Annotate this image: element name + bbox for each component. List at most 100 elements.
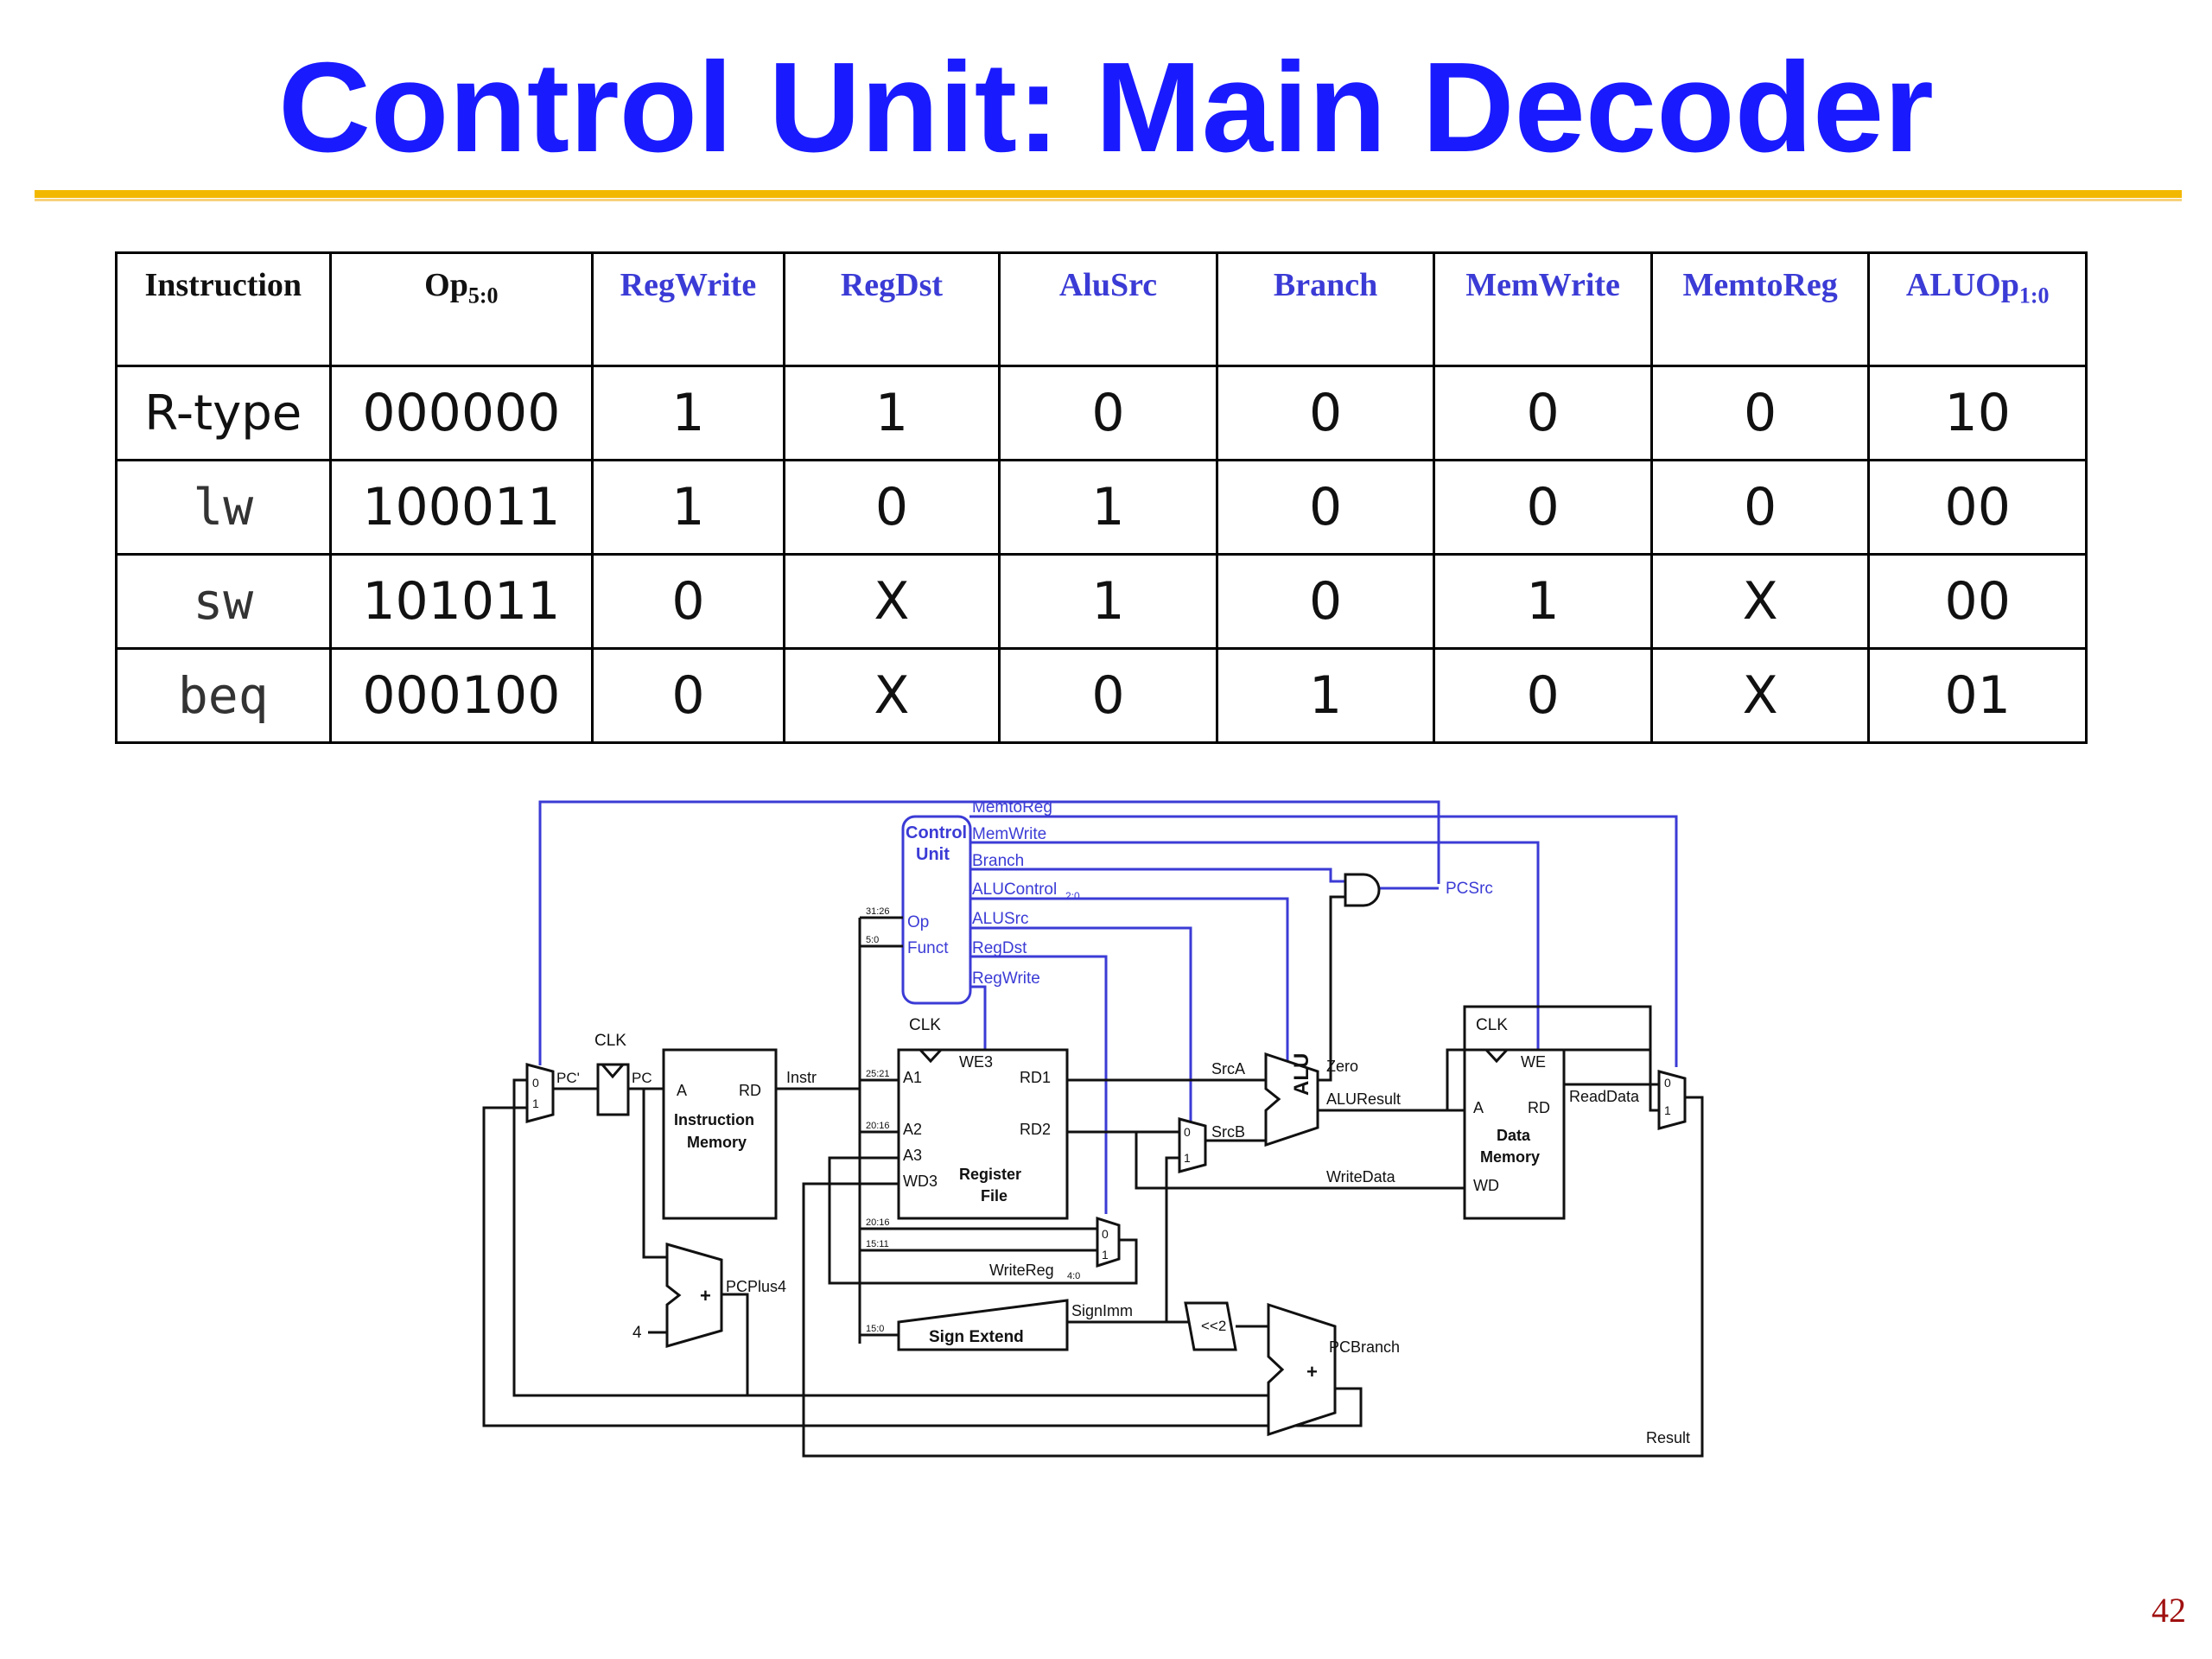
pc-clk-label: CLK	[594, 1032, 626, 1050]
field-15-0: 15:0	[866, 1324, 884, 1334]
dm-title1: Data	[1497, 1127, 1531, 1144]
datamem-loop-wire	[1463, 1005, 1652, 1097]
field-5-0: 5:0	[866, 935, 879, 945]
rf-rd1-label: RD1	[1020, 1069, 1051, 1086]
field-31-26: 31:26	[866, 906, 890, 917]
writereg-sub: 4:0	[1067, 1271, 1080, 1281]
alusrc-wire	[969, 926, 1192, 1123]
header-memtoreg: MemtoReg	[1649, 251, 1871, 367]
field-25-21: 25:21	[866, 1069, 890, 1079]
control-labels: Control Unit Op Funct MemtoReg MemWrite …	[906, 798, 1493, 988]
table-row: beq 000100 0 X 0 1 0 X 01	[115, 647, 2088, 744]
pc-mux-0: 0	[532, 1076, 539, 1090]
header-op-sub: 5:0	[467, 283, 499, 308]
alusrc-label: ALUSrc	[972, 910, 1028, 928]
writereg-mux	[1096, 1216, 1121, 1268]
cell-regdst: X	[782, 553, 1001, 650]
dm-we-label: WE	[1521, 1053, 1546, 1071]
field-20-16-b: 20:16	[866, 1217, 890, 1228]
pcplus4-to-mux-wire	[512, 1078, 747, 1397]
pcsrc-and-gate	[1344, 873, 1381, 907]
dm-title2: Memory	[1480, 1148, 1540, 1166]
dm-clk-label: CLK	[1476, 1016, 1508, 1034]
cell-memtoreg: X	[1649, 553, 1871, 650]
alucontrol-sub: 2:0	[1065, 890, 1080, 902]
srcb-label: SrcB	[1211, 1123, 1245, 1141]
title-underline	[35, 190, 2182, 198]
pcbranch-label: PCBranch	[1329, 1338, 1400, 1356]
writereg-label: WriteReg	[989, 1262, 1054, 1279]
cell-instruction: R-type	[115, 365, 332, 461]
writereg-wire	[828, 1156, 1138, 1285]
imem-title1: Instruction	[674, 1111, 754, 1128]
cell-op: 100011	[328, 459, 594, 556]
cell-aluop: 00	[1867, 553, 2088, 650]
header-aluop: ALUOp1:0	[1867, 251, 2088, 367]
regwrite-label: RegWrite	[972, 969, 1040, 988]
header-alusrc: AluSrc	[998, 251, 1218, 367]
control-op-label: Op	[907, 913, 929, 931]
title-underline-shadow	[35, 199, 2182, 201]
dm-clk-triangle	[1484, 1048, 1509, 1064]
zero-wire	[1318, 895, 1345, 1082]
cell-op: 000100	[328, 647, 594, 744]
cell-op: 101011	[328, 553, 594, 650]
rf-we3-label: WE3	[959, 1053, 993, 1071]
writedata-wire	[1135, 1132, 1465, 1190]
cell-memwrite: 0	[1433, 459, 1653, 556]
header-regwrite: RegWrite	[591, 251, 785, 367]
header-regdst: RegDst	[782, 251, 1001, 367]
sign-extend	[897, 1299, 1069, 1351]
pcsrc-label: PCSrc	[1446, 880, 1493, 898]
table-row: sw 101011 0 X 1 0 1 X 00	[115, 553, 2088, 650]
regdst-wire	[969, 955, 1108, 1214]
rf-a2-label: A2	[903, 1121, 922, 1138]
cell-memwrite: 0	[1433, 365, 1653, 461]
sign-extend-label: Sign Extend	[929, 1328, 1024, 1346]
pc-label: PC	[632, 1070, 652, 1086]
field-15-11: 15:11	[866, 1239, 889, 1249]
dm-a-label: A	[1473, 1099, 1484, 1116]
dm-wd-label: WD	[1473, 1177, 1499, 1194]
srcb-mux	[1178, 1117, 1207, 1173]
branch-label: Branch	[972, 852, 1024, 870]
result-label: Result	[1646, 1429, 1690, 1446]
data-memory	[1463, 1048, 1566, 1220]
imem-title2: Memory	[687, 1134, 747, 1151]
pc-clk-triangle	[601, 1064, 625, 1079]
header-aluop-label: ALUOp	[1905, 267, 2019, 303]
memwrite-label: MemWrite	[972, 825, 1046, 843]
pc-register	[596, 1063, 630, 1116]
writedata-label: WriteData	[1326, 1168, 1396, 1185]
rf-a1-label: A1	[903, 1069, 922, 1086]
table-header-row: Instruction Op5:0 RegWrite RegDst AluSrc…	[115, 251, 2088, 367]
regdst-label: RegDst	[972, 939, 1027, 957]
shift-label: <<2	[1201, 1318, 1226, 1334]
alucontrol-label: ALUControl	[972, 880, 1057, 899]
pc-mux-1: 1	[532, 1096, 539, 1110]
cell-branch: 0	[1215, 459, 1436, 556]
pc-to-adder-wire	[642, 1089, 667, 1259]
shift-left-2	[1184, 1301, 1237, 1351]
instruction-memory	[662, 1048, 778, 1220]
header-memwrite: MemWrite	[1433, 251, 1653, 367]
control-unit-title1: Control	[906, 823, 967, 842]
alu-label: ALU	[1290, 1053, 1313, 1096]
signimm-wire	[1067, 1156, 1179, 1324]
pcadder-plus: +	[700, 1285, 711, 1306]
field-20-16-a: 20:16	[866, 1121, 890, 1131]
pcprime-label: PC'	[556, 1070, 580, 1086]
page-number: 42	[2152, 1591, 2186, 1630]
memtoreg-wire	[969, 815, 1678, 1067]
rf-title2: File	[981, 1187, 1007, 1205]
cell-aluop: 01	[1867, 647, 2088, 744]
cell-regdst: X	[782, 647, 1001, 744]
cell-alusrc: 0	[998, 365, 1218, 461]
result-mux-0: 0	[1664, 1076, 1671, 1090]
signimm-label: SignImm	[1071, 1302, 1133, 1319]
branch-wire	[969, 868, 1345, 883]
instr-label: Instr	[786, 1069, 817, 1086]
writereg-mux-1: 1	[1102, 1248, 1109, 1262]
cell-regdst: 0	[782, 459, 1001, 556]
slide-title: Control Unit: Main Decoder	[278, 36, 1934, 179]
